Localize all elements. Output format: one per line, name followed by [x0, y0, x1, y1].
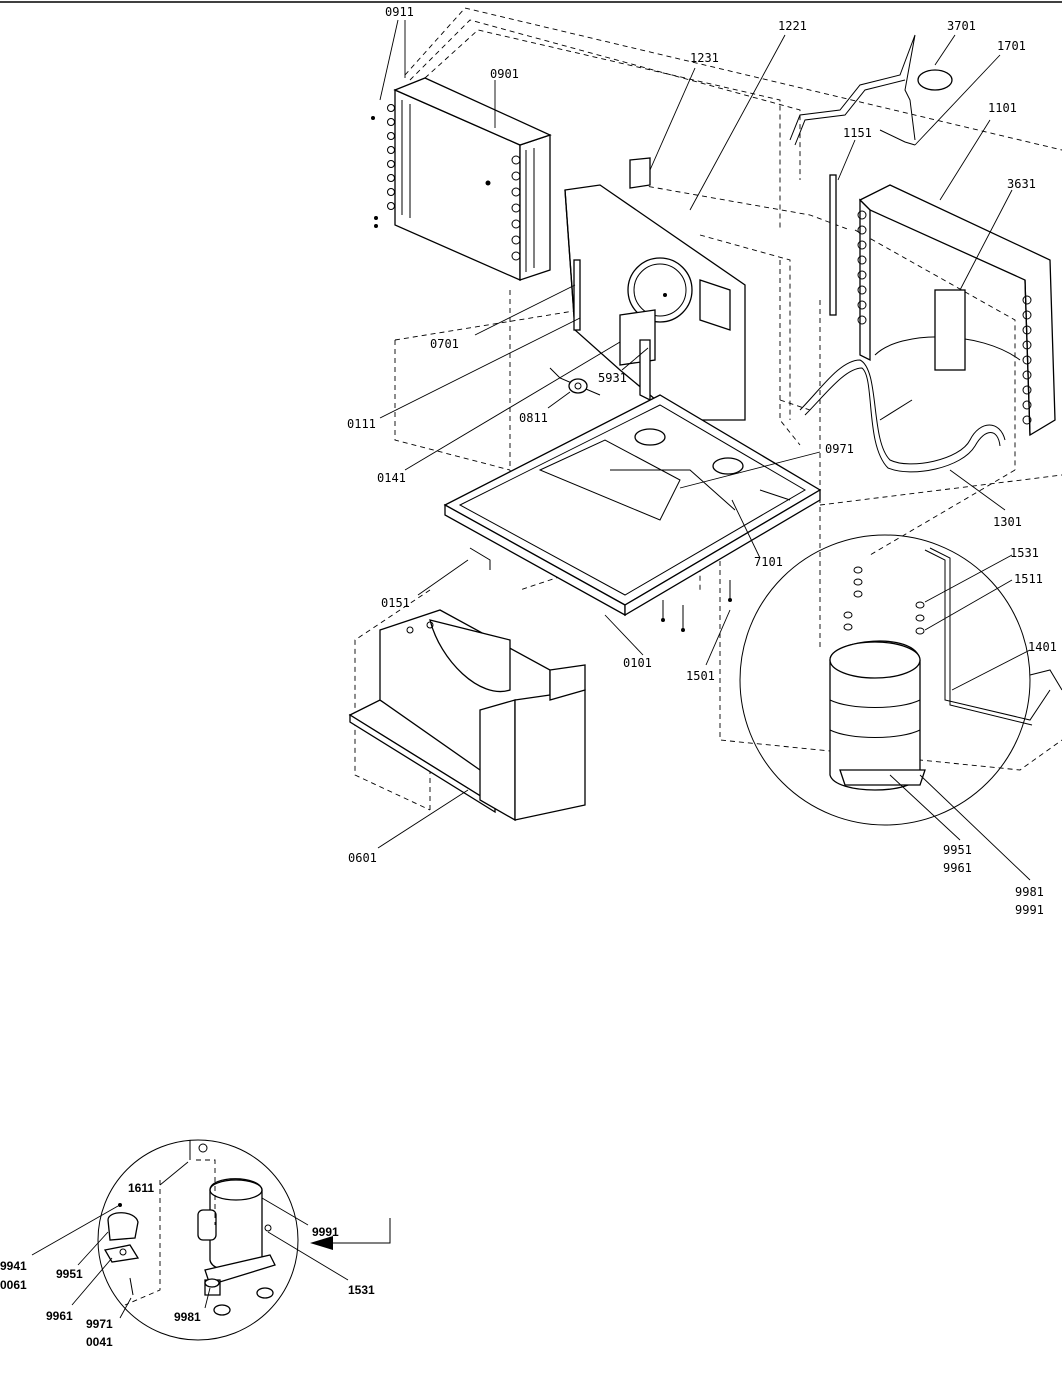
detail-callout-0041: 0041: [86, 1335, 113, 1349]
callout-3631: 3631: [1007, 177, 1036, 191]
detail-callout-9971: 9971: [86, 1317, 113, 1331]
callout-1701: 1701: [997, 39, 1026, 53]
callout-3701: 3701: [947, 19, 976, 33]
condenser-coil-0901: [371, 77, 552, 281]
callout-1301: 1301: [993, 515, 1022, 529]
tubing-1301: [799, 359, 1006, 473]
callout-9981: 9981: [1015, 885, 1044, 899]
compressor-detail-lower: [97, 1139, 391, 1341]
detail-callout-labels: 1611 9991 9941 0061 9951 1531 9961 9971 …: [0, 1181, 375, 1349]
base-pan-0101: [443, 394, 822, 617]
detail-callout-9941: 9941: [0, 1259, 27, 1273]
fasteners: [469, 547, 732, 632]
callout-0971: 0971: [825, 442, 854, 456]
evaporator-coil-1101: [857, 184, 1056, 437]
callout-9951: 9951: [943, 843, 972, 857]
callout-1231: 1231: [690, 51, 719, 65]
motor-mount-0811: [549, 367, 601, 396]
callout-0701: 0701: [430, 337, 459, 351]
callout-1531: 1531: [1010, 546, 1039, 560]
detail-callout-1531: 1531: [348, 1283, 375, 1297]
base-box-0601: [348, 609, 586, 822]
callout-0141: 0141: [377, 471, 406, 485]
callout-0901: 0901: [490, 67, 519, 81]
bracket-1151: [829, 174, 837, 316]
leader-lines: [377, 19, 1031, 881]
detail-callout-0061: 0061: [0, 1278, 27, 1292]
capillary-tube-3701: [789, 34, 953, 146]
detail-callout-9991: 9991: [312, 1225, 339, 1239]
callout-1151: 1151: [843, 126, 872, 140]
callout-0601: 0601: [348, 851, 377, 865]
compressor-detail-upper: [739, 534, 1062, 826]
callout-labels: 0911 0901 1231 1221 3701 1701 1101 1151 …: [347, 5, 1057, 917]
callout-9961: 9961: [943, 861, 972, 875]
detail-callout-9951: 9951: [56, 1267, 83, 1281]
callout-1501: 1501: [686, 669, 715, 683]
detail-leader-lines: [31, 1161, 349, 1319]
callout-1401: 1401: [1028, 640, 1057, 654]
detail-callout-1611: 1611: [128, 1181, 154, 1195]
callout-1221: 1221: [778, 19, 807, 33]
callout-0811: 0811: [519, 411, 548, 425]
detail-callout-9981: 9981: [174, 1310, 201, 1324]
callout-0911: 0911: [385, 5, 414, 19]
callout-1511: 1511: [1014, 572, 1043, 586]
callout-0111: 0111: [347, 417, 376, 431]
callout-9991: 9991: [1015, 903, 1044, 917]
callout-1101: 1101: [988, 101, 1017, 115]
detail-callout-9961: 9961: [46, 1309, 73, 1323]
callout-5931: 5931: [598, 371, 627, 385]
callout-0101: 0101: [623, 656, 652, 670]
barrier-panel-0701: [564, 157, 746, 421]
callout-0151: 0151: [381, 596, 410, 610]
callout-7101: 7101: [754, 555, 783, 569]
